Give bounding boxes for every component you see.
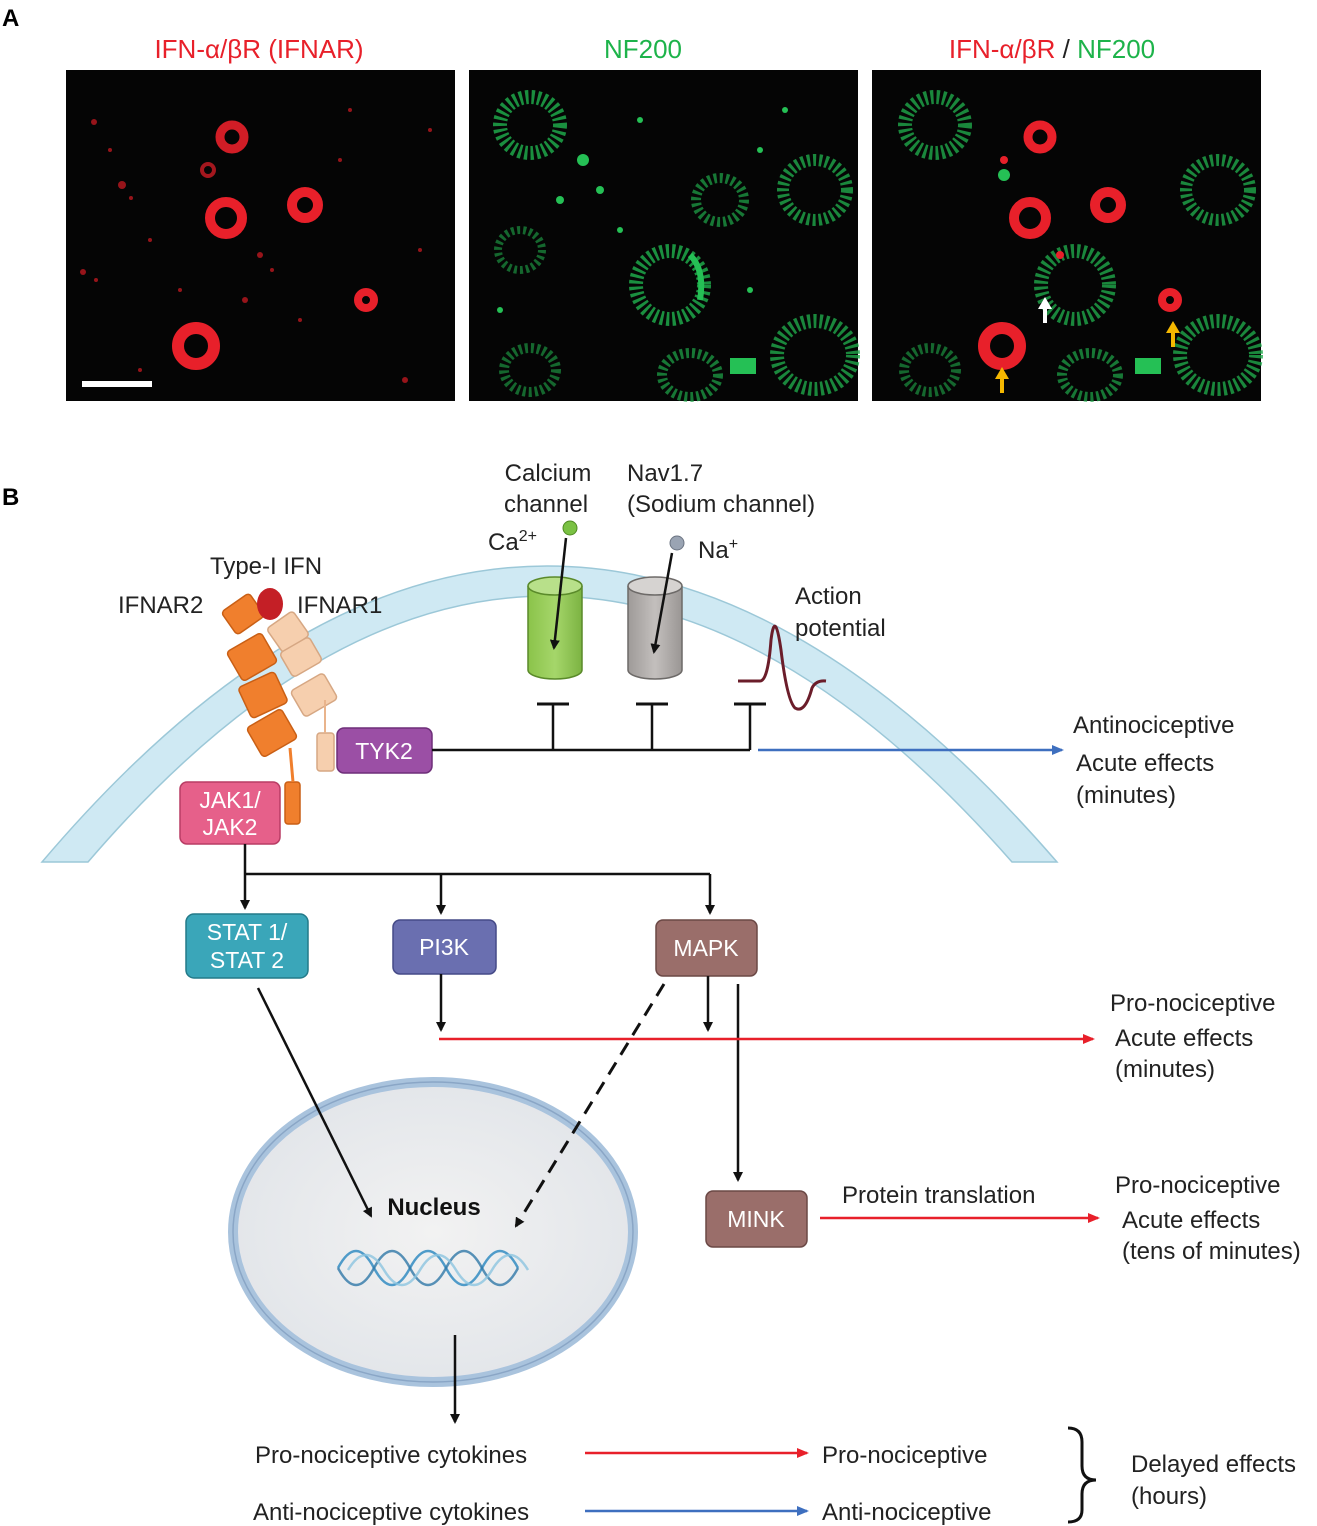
panel-a-title-nf200: NF200 [604, 34, 682, 64]
yellow-arrow-icon-2 [995, 367, 1009, 393]
micrograph-nf200 [469, 70, 860, 402]
nav-label-1: Nav1.7 [627, 460, 703, 487]
jak-box [179, 781, 281, 845]
micrograph-merge [872, 70, 1263, 402]
stat-to-nucleus-arrow [256, 987, 373, 1218]
stat-box [185, 913, 309, 979]
delayed-label-1: Delayed effects [1131, 1451, 1296, 1478]
ifnar2-label: IFNAR2 [118, 592, 203, 619]
jak-signal-branches [240, 844, 715, 915]
micrograph-ifnar [66, 70, 455, 401]
sodium-ion-icon [669, 535, 685, 551]
calcium-channel-label-1: Calcium [505, 460, 592, 487]
calcium-influx-arrow [549, 537, 568, 650]
protein-translation-label: Protein translation [842, 1182, 1035, 1209]
tyk2-label: TYK2 [355, 738, 413, 764]
ifnar2-receptor [221, 593, 301, 825]
pi3k-label: PI3K [419, 934, 470, 960]
na-ion-charge: + [729, 536, 738, 553]
merge-title-red: IFN-α/βR [949, 34, 1056, 64]
jak-label-2: JAK2 [203, 814, 258, 840]
pronociceptive2-label-2: Acute effects [1122, 1207, 1260, 1234]
type1-ifn-label: Type-I IFN [210, 553, 322, 580]
na-ion-label: Na+ [698, 536, 738, 564]
sodium-influx-arrow [650, 552, 674, 654]
sodium-channel-icon [627, 576, 683, 680]
action-potential-label-2: potential [795, 615, 886, 642]
type1-ifn-ligand-icon [257, 588, 283, 620]
panel-a-title-merge: IFN-α/βR / NF200 [949, 34, 1155, 64]
delayed-label-2: (hours) [1131, 1483, 1207, 1510]
calcium-ion-icon [562, 520, 578, 536]
pronociceptive1-label-2: Acute effects [1115, 1025, 1253, 1052]
merge-title-green: NF200 [1077, 34, 1155, 64]
delayed-brace [1067, 1426, 1097, 1524]
mapk-box [655, 919, 758, 977]
nucleus-envelope [228, 1077, 638, 1387]
tyk2-inhibition-lines [432, 702, 766, 752]
scale-bar [82, 381, 152, 387]
merge-title-sep: / [1055, 34, 1077, 64]
mink-box [705, 1190, 808, 1248]
pronociceptive2-label-3: (tens of minutes) [1122, 1238, 1301, 1265]
panel-a-title-ifnar: IFN-α/βR (IFNAR) [154, 34, 363, 64]
antinociceptive-label-3: (minutes) [1076, 782, 1176, 809]
action-potential-trace [738, 624, 827, 711]
panel-b-letter: B [2, 484, 19, 511]
pi3k-mapk-connectors [436, 974, 743, 1182]
mapk-to-nucleus-arrow [514, 983, 666, 1228]
nucleus-label: Nucleus [387, 1194, 480, 1221]
stat-label-2: STAT 2 [210, 947, 284, 973]
antinociceptive-label-1: Antinociceptive [1073, 712, 1234, 739]
pronociceptive2-label-1: Pro-nociceptive [1115, 1172, 1280, 1199]
panel-a-letter: A [2, 5, 19, 32]
dna-icon [336, 1249, 530, 1287]
pronociceptive1-label-3: (minutes) [1115, 1056, 1215, 1083]
pro-result-label: Pro-nociceptive [822, 1442, 987, 1469]
anti-result-label: Anti-nociceptive [822, 1499, 991, 1526]
nucleus-outline [232, 1081, 634, 1383]
antinociceptive-label-2: Acute effects [1076, 750, 1214, 777]
pi3k-box [392, 919, 497, 975]
ca-ion-label: Ca2+ [488, 528, 537, 556]
ca-ion-symbol: Ca [488, 529, 519, 556]
anti-cytokines-label: Anti-nociceptive cytokines [253, 1499, 529, 1526]
pronociceptive1-label-1: Pro-nociceptive [1110, 990, 1275, 1017]
mapk-label: MAPK [673, 935, 739, 961]
yellow-arrow-icon [1166, 321, 1180, 347]
white-arrow-icon [1038, 297, 1052, 323]
na-ion-symbol: Na [698, 537, 729, 564]
ifnar1-label: IFNAR1 [297, 592, 382, 619]
nav-label-2: (Sodium channel) [627, 491, 815, 518]
ifnar2-stalk [288, 747, 295, 783]
mink-label: MINK [727, 1206, 785, 1232]
action-potential-label-1: Action [795, 583, 862, 610]
stat-label-1: STAT 1/ [207, 919, 288, 945]
calcium-channel-label-2: channel [504, 491, 588, 518]
pro-cytokines-label: Pro-nociceptive cytokines [255, 1442, 527, 1469]
ca-ion-charge: 2+ [519, 528, 537, 545]
jak-label-1: JAK1/ [199, 787, 261, 813]
